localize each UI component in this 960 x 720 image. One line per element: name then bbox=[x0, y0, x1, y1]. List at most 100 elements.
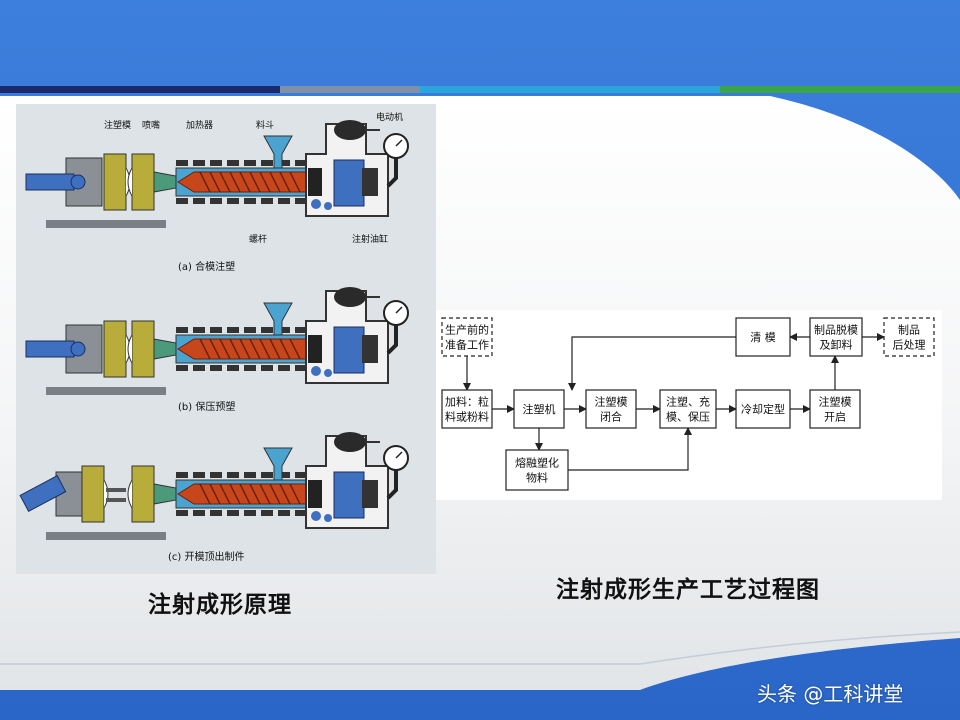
screw-flight bbox=[249, 338, 261, 360]
screw-flight bbox=[199, 483, 211, 505]
gear bbox=[311, 511, 321, 521]
screw-flight bbox=[279, 171, 291, 193]
heater-band bbox=[261, 365, 273, 371]
gear bbox=[311, 199, 321, 209]
stripe-gray bbox=[280, 86, 420, 93]
cylinder-piston bbox=[362, 168, 378, 196]
heater-band bbox=[278, 365, 290, 371]
machine-base bbox=[46, 387, 166, 395]
heater-band bbox=[278, 327, 290, 333]
mold-cavity bbox=[127, 167, 133, 197]
heater-band bbox=[193, 198, 205, 204]
panel-curve bbox=[0, 631, 960, 665]
screw-flight bbox=[289, 483, 301, 505]
heater-band bbox=[295, 365, 307, 371]
heater-band bbox=[193, 510, 205, 516]
flow-node-machine: 注塑机 bbox=[513, 389, 565, 429]
heater-band bbox=[227, 160, 239, 166]
screw-flight bbox=[249, 171, 261, 193]
injection-machine-diagram: 注塑模 喷嘴 加热器 料斗 电动机 螺杆 注射油缸 (a) 合模注塑 (b) 保… bbox=[16, 104, 436, 574]
heater-band bbox=[176, 327, 188, 333]
label-cylinder: 注射油缸 bbox=[352, 233, 388, 245]
flow-node-box bbox=[809, 389, 861, 429]
mold-fixed-half bbox=[131, 465, 155, 523]
screw-flight bbox=[209, 338, 221, 360]
arrow-clean-machine bbox=[568, 336, 736, 391]
flow-node-text: 料或粉料 bbox=[445, 410, 489, 424]
label-hopper: 料斗 bbox=[256, 119, 274, 131]
screw-flight bbox=[209, 171, 221, 193]
flow-node-text: 制品 bbox=[898, 324, 920, 337]
flow-node-text: 物料 bbox=[526, 471, 548, 485]
process-flow-diagram: 生产前的准备工作加料：粒料或粉料注塑机注塑模闭合注塑、充模、保压冷却定型注塑模开… bbox=[436, 310, 942, 500]
flow-node-text: 清 模 bbox=[750, 331, 776, 344]
flow-node-text: 注塑、充 bbox=[666, 395, 710, 409]
clamp-ram bbox=[25, 173, 75, 191]
stripe-cyan bbox=[420, 86, 720, 93]
flow-node-text: 加料：粒 bbox=[445, 395, 489, 409]
flow-node-text: 模、保压 bbox=[666, 410, 710, 424]
hopper bbox=[263, 302, 293, 336]
machine-base bbox=[46, 220, 166, 228]
label-nozzle: 喷嘴 bbox=[142, 120, 160, 131]
heater-band bbox=[210, 198, 222, 204]
watermark: 头条 @工科讲堂 bbox=[757, 682, 904, 706]
stage-b-caption: (b) 保压预塑 bbox=[178, 400, 235, 413]
hydraulic-line bbox=[386, 325, 398, 355]
heater-band bbox=[227, 365, 239, 371]
flow-node-text: 及卸料 bbox=[820, 338, 853, 352]
nozzle bbox=[153, 171, 177, 193]
heater-band bbox=[261, 472, 273, 478]
heater-band bbox=[261, 327, 273, 333]
screw-flight bbox=[239, 483, 251, 505]
screw-flight bbox=[279, 338, 291, 360]
clamp-ram bbox=[25, 340, 75, 358]
heater-band bbox=[244, 160, 256, 166]
heater-band bbox=[210, 160, 222, 166]
gauge-needle bbox=[395, 451, 403, 459]
flow-node-box bbox=[513, 389, 565, 429]
heater-band bbox=[278, 198, 290, 204]
hydraulic-line bbox=[386, 470, 398, 500]
heater-band bbox=[210, 327, 222, 333]
heater-band bbox=[261, 510, 273, 516]
screw-flight bbox=[219, 338, 231, 360]
heater-band bbox=[278, 510, 290, 516]
arrow-melt-inject bbox=[568, 427, 692, 471]
heater-band bbox=[244, 510, 256, 516]
heater-band bbox=[193, 327, 205, 333]
label-motor: 电动机 bbox=[376, 111, 403, 123]
heater-band bbox=[244, 327, 256, 333]
flow-node-text: 生产前的 bbox=[445, 323, 489, 337]
heater-band bbox=[176, 160, 188, 166]
heater-band bbox=[227, 327, 239, 333]
screw-coupling bbox=[308, 168, 322, 196]
screw-flight bbox=[259, 483, 271, 505]
label-heater: 加热器 bbox=[186, 119, 213, 131]
heater-band bbox=[295, 198, 307, 204]
screw-flight bbox=[229, 338, 241, 360]
heater-band bbox=[278, 160, 290, 166]
screw-flight bbox=[219, 483, 231, 505]
flow-node-text: 闭合 bbox=[600, 410, 622, 424]
heater-band bbox=[176, 472, 188, 478]
flow-node-box bbox=[441, 389, 493, 429]
flow-node-text: 制品脱模 bbox=[814, 323, 858, 337]
mold-moving-half bbox=[81, 465, 105, 523]
machine-base bbox=[46, 532, 166, 540]
flow-node-inject: 注塑、充模、保压 bbox=[659, 389, 717, 429]
heater-band bbox=[227, 472, 239, 478]
injection-cylinder bbox=[333, 326, 365, 374]
electric-motor bbox=[334, 287, 366, 307]
flow-node-text: 注塑模 bbox=[819, 395, 852, 409]
flow-node-text: 冷却定型 bbox=[741, 402, 785, 416]
mold-fixed-half bbox=[131, 153, 155, 211]
flow-node-text: 注塑模 bbox=[595, 395, 628, 409]
stage-c-diagram bbox=[19, 432, 409, 540]
heater-band bbox=[176, 365, 188, 371]
stage-a-caption: (a) 合模注塑 bbox=[178, 260, 235, 273]
